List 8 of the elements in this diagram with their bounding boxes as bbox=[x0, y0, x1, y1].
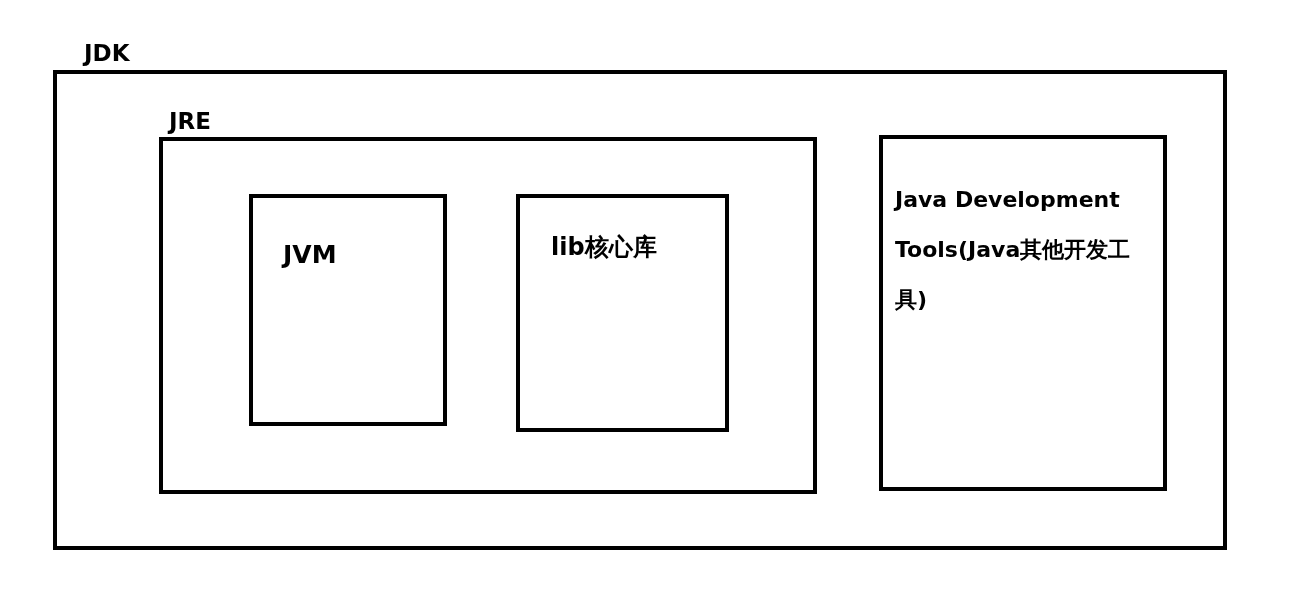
container-box bbox=[879, 135, 1167, 491]
container-box bbox=[516, 194, 729, 432]
box-label: JVM bbox=[283, 240, 337, 269]
box-label: lib核心库 bbox=[551, 232, 657, 263]
box-heading: JDK bbox=[84, 40, 130, 66]
container-box bbox=[249, 194, 447, 426]
box-label: Java Development Tools(Java其他开发工具) bbox=[895, 186, 1132, 314]
box-heading: JRE bbox=[169, 108, 211, 134]
